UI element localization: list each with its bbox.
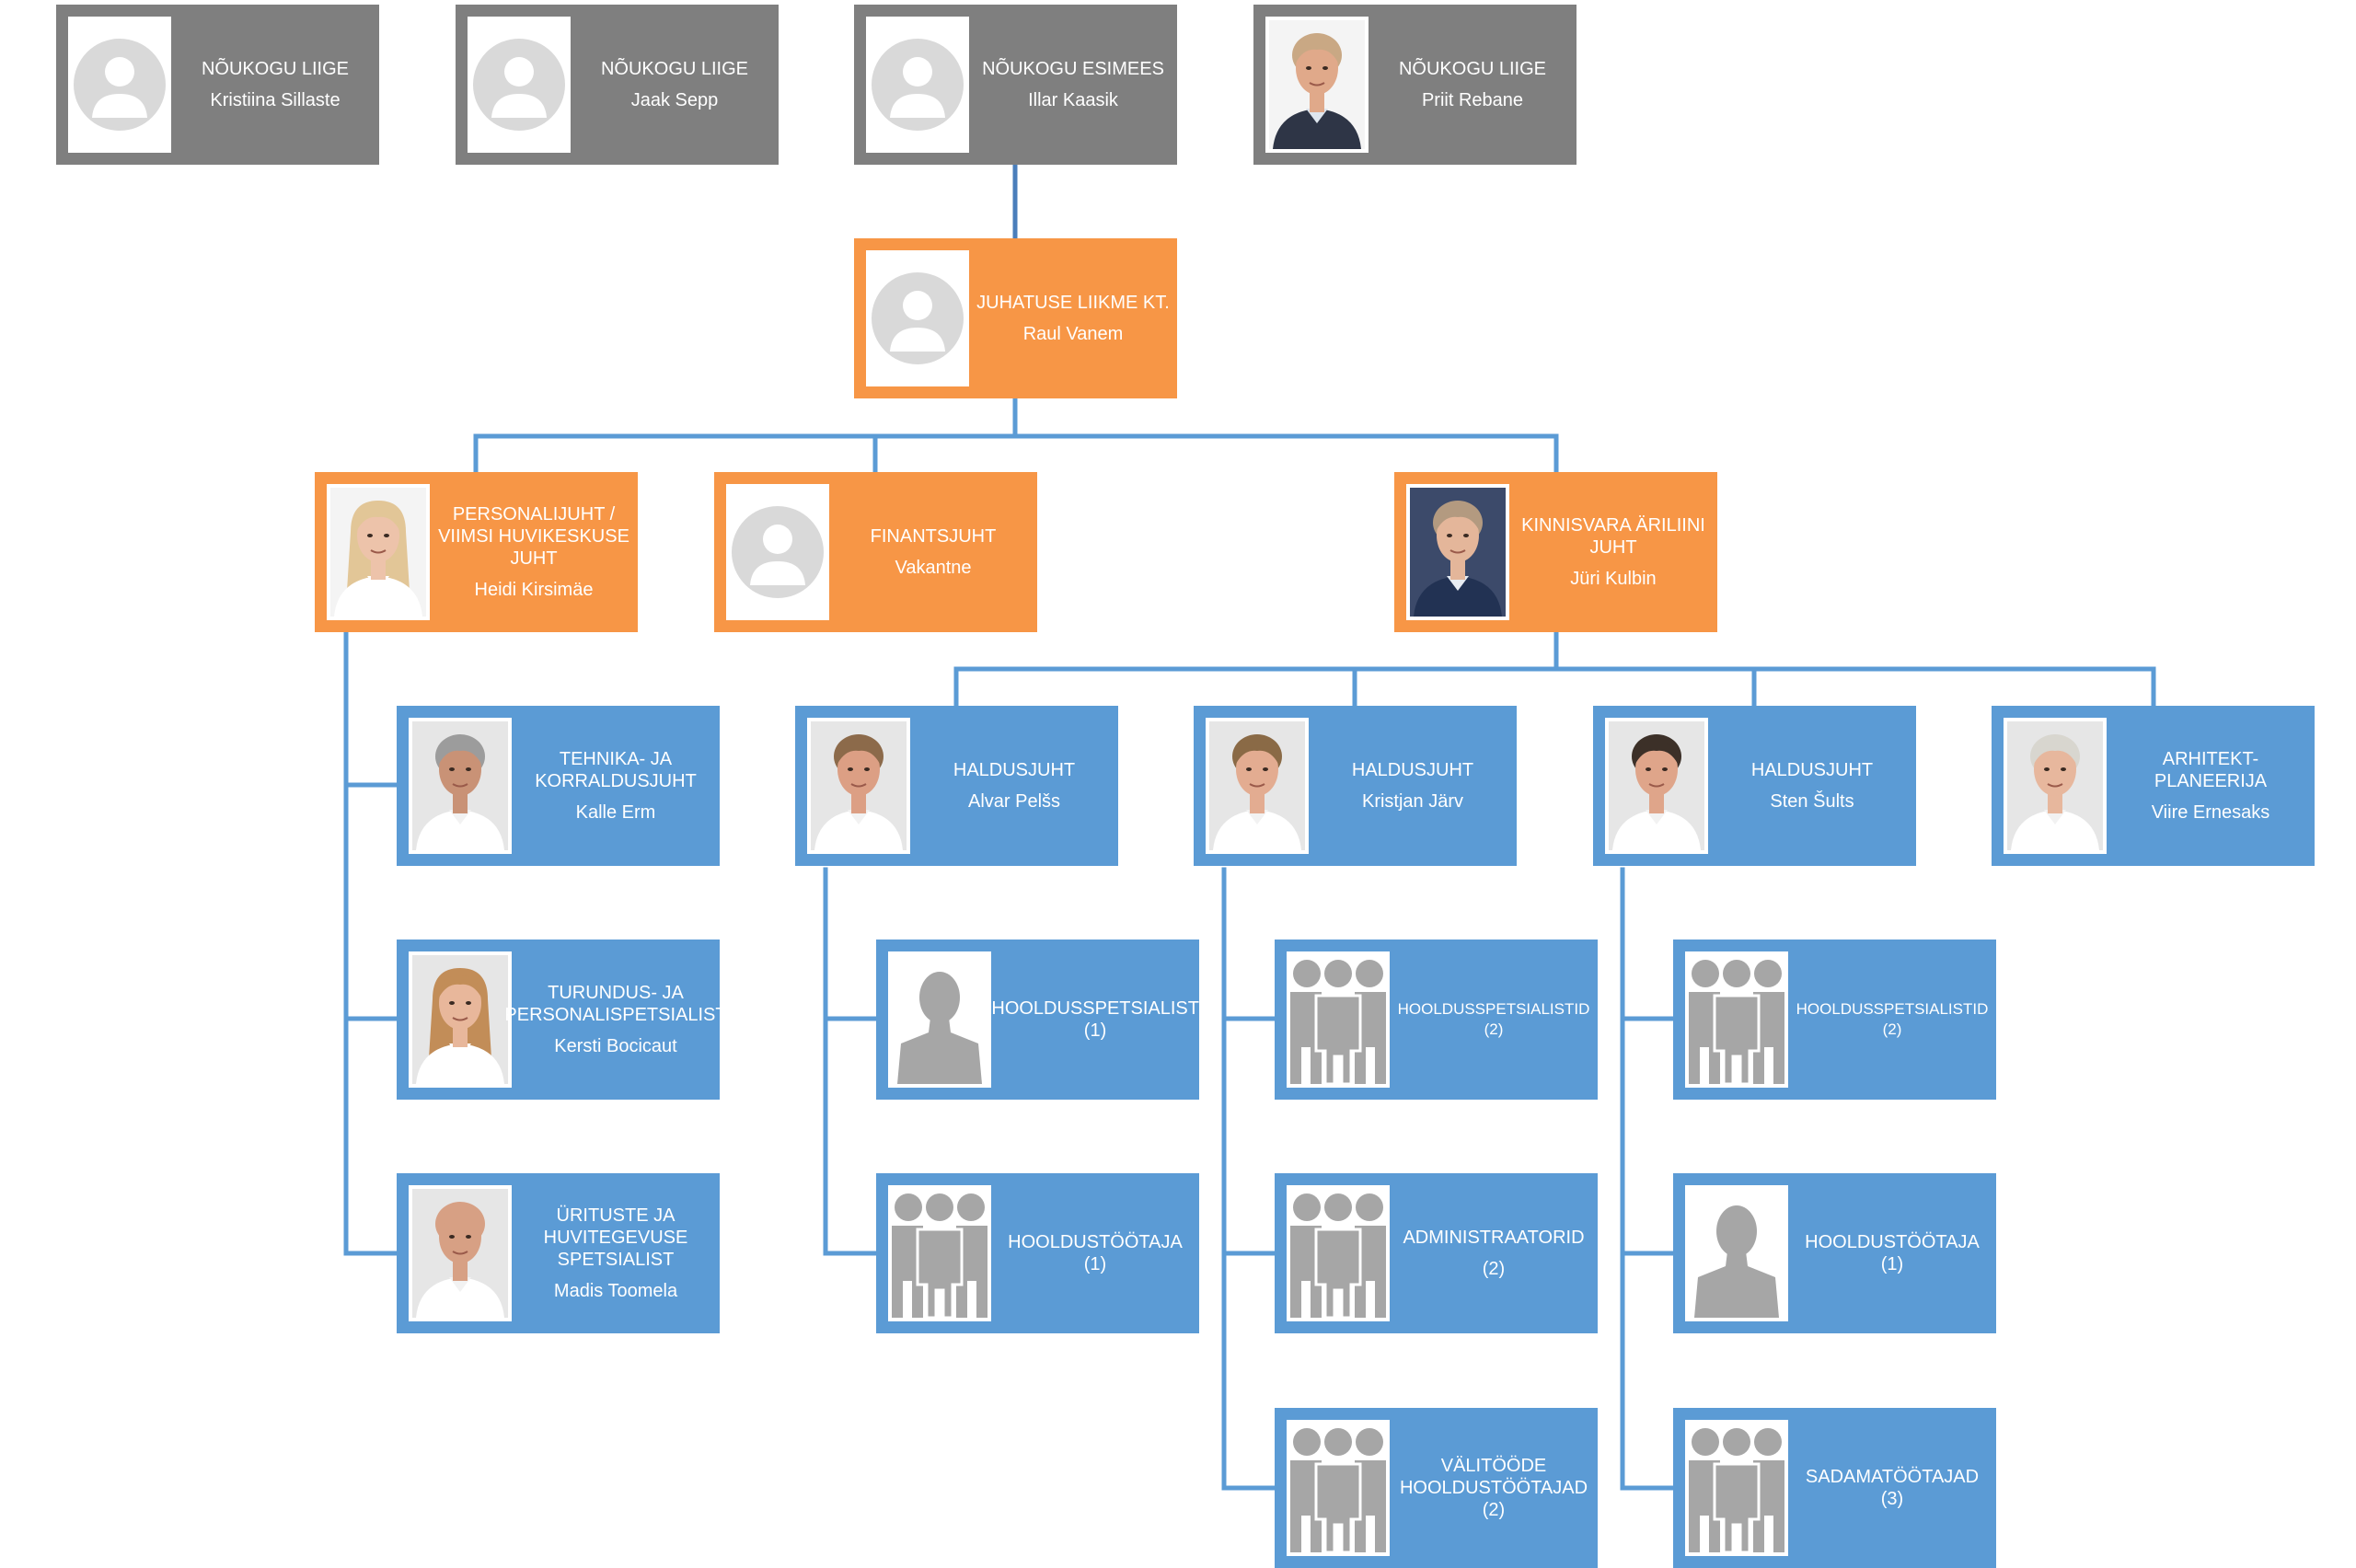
node-name: Priit Rebane — [1421, 90, 1524, 110]
node-name: Vakantne — [895, 558, 972, 578]
node-title: HALDUSJUHT — [1351, 760, 1474, 780]
node-maintenance-specialists-m2: HOOLDUSSPETSIALISTID (2) — [1275, 940, 1598, 1100]
node-title: NÕUKOGU LIIGE — [1398, 59, 1547, 79]
node-title: ÜRITUSTE JA HUVITEGEVUSE SPETSIALIST — [543, 1205, 688, 1270]
portrait-photo — [409, 951, 512, 1088]
node-title: HOOLDUSTÖÖTAJA (1) — [1008, 1232, 1183, 1274]
group-silhouette-icon — [1685, 1420, 1788, 1556]
node-title: TURUNDUS- JA PERSONALISPETSIALIST — [504, 983, 727, 1025]
node-title: NÕUKOGU LIIGE — [201, 59, 350, 79]
group-silhouette-icon — [1287, 1185, 1390, 1321]
node-title: FINANTSJUHT — [870, 526, 997, 547]
node-maintenance-worker-m1: HOOLDUSTÖÖTAJA (1) — [876, 1173, 1199, 1333]
avatar-placeholder-icon — [866, 17, 969, 153]
node-title: ARHITEKT-PLANEERIJA — [2154, 749, 2268, 791]
node-count: (2) — [1482, 1259, 1506, 1279]
node-property-manager-2: HALDUSJUHT Kristjan Järv — [1194, 706, 1517, 866]
node-name: Madis Toomela — [553, 1281, 678, 1301]
node-name: Kalle Erm — [575, 802, 656, 823]
node-acting-board-member: JUHATUSE LIIKME KT. Raul Vanem — [854, 238, 1177, 398]
node-title: ADMINISTRAATORID — [1403, 1228, 1585, 1248]
node-real-estate-manager: KINNISVARA ÄRILIINI JUHT Jüri Kulbin — [1394, 472, 1717, 632]
node-maintenance-specialists-m3: HOOLDUSSPETSIALISTID (2) — [1673, 940, 1996, 1100]
node-title: KINNISVARA ÄRILIINI JUHT — [1521, 515, 1705, 558]
node-name: Illar Kaasik — [1028, 90, 1118, 110]
node-marketing-specialist: TURUNDUS- JA PERSONALISPETSIALIST Kersti … — [397, 940, 727, 1100]
node-events-specialist: ÜRITUSTE JA HUVITEGEVUSE SPETSIALIST Madi… — [397, 1173, 720, 1333]
node-title: SADAMATÖÖTAJAD (3) — [1805, 1467, 1980, 1509]
node-board-member-2: NÕUKOGU LIIGE Jaak Sepp — [456, 5, 779, 165]
node-title: HOOLDUSSPETSIALIST (1) — [991, 998, 1199, 1041]
avatar-placeholder-icon — [866, 250, 969, 386]
node-property-manager-1: HALDUSJUHT Alvar Pelšs — [795, 706, 1118, 866]
node-board-chair: NÕUKOGU ESIMEES Illar Kaasik — [854, 5, 1177, 165]
node-maintenance-worker-m3: HOOLDUSTÖÖTAJA (1) — [1673, 1173, 1996, 1333]
node-architect-planner: ARHITEKT-PLANEERIJA Viire Ernesaks — [1992, 706, 2315, 866]
portrait-photo — [1406, 484, 1509, 620]
portrait-photo — [1605, 718, 1708, 854]
node-board-member-4: NÕUKOGU LIIGE Priit Rebane — [1253, 5, 1576, 165]
group-silhouette-icon — [888, 1185, 991, 1321]
node-name: Sten Šults — [1770, 791, 1854, 812]
node-name: Raul Vanem — [1022, 324, 1124, 344]
portrait-photo — [327, 484, 430, 620]
node-harbour-workers-m3: SADAMATÖÖTAJAD (3) — [1673, 1408, 1996, 1568]
avatar-placeholder-icon — [726, 484, 829, 620]
node-name: Jüri Kulbin — [1570, 569, 1657, 589]
node-finance-manager: FINANTSJUHT Vakantne — [714, 472, 1037, 632]
node-title: HALDUSJUHT — [1750, 760, 1874, 780]
node-title: HALDUSJUHT — [953, 760, 1076, 780]
node-name: Heidi Kirsimäe — [474, 580, 594, 600]
portrait-photo — [2004, 718, 2107, 854]
avatar-placeholder-icon — [468, 17, 571, 153]
node-board-member-1: NÕUKOGU LIIGE Kristiina Sillaste — [56, 5, 379, 165]
node-name: Kersti Bocicaut — [554, 1036, 677, 1056]
node-title: PERSONALIJUHT / VIIMSI HUVIKESKUSE JUHT — [438, 504, 629, 569]
avatar-placeholder-icon — [68, 17, 171, 153]
node-name: Jaak Sepp — [630, 90, 719, 110]
node-title: NÕUKOGU ESIMEES — [982, 59, 1164, 79]
node-name: Kristiina Sillaste — [210, 90, 341, 110]
node-title: HOOLDUSSPETSIALISTID (2) — [1796, 1000, 1989, 1038]
node-field-workers-m2: VÄLITÖÖDE HOOLDUSTÖÖTAJAD (2) — [1275, 1408, 1598, 1568]
portrait-photo — [807, 718, 910, 854]
group-silhouette-icon — [1685, 951, 1788, 1088]
portrait-photo — [1265, 17, 1369, 153]
portrait-photo — [1206, 718, 1309, 854]
group-silhouette-icon — [1287, 1420, 1390, 1556]
node-maintenance-specialist-m1: HOOLDUSSPETSIALIST (1) — [876, 940, 1199, 1100]
node-title: VÄLITÖÖDE HOOLDUSTÖÖTAJAD (2) — [1399, 1456, 1588, 1520]
node-property-manager-3: HALDUSJUHT Sten Šults — [1593, 706, 1916, 866]
portrait-photo — [409, 1185, 512, 1321]
node-title: HOOLDUSSPETSIALISTID (2) — [1397, 1000, 1590, 1038]
node-name: Alvar Pelšs — [967, 791, 1061, 812]
person-silhouette-icon — [888, 951, 991, 1088]
person-silhouette-icon — [1685, 1185, 1788, 1321]
node-administrators-m2: ADMINISTRAATORID (2) — [1275, 1173, 1598, 1333]
node-hr-manager: PERSONALIJUHT / VIIMSI HUVIKESKUSE JUHT H… — [315, 472, 638, 632]
node-name: Kristjan Järv — [1361, 791, 1464, 812]
group-silhouette-icon — [1287, 951, 1390, 1088]
node-technical-manager: TEHNIKA- JA KORRALDUSJUHT Kalle Erm — [397, 706, 720, 866]
node-title: TEHNIKA- JA KORRALDUSJUHT — [535, 749, 697, 791]
node-name: Viire Ernesaks — [2151, 802, 2270, 823]
node-title: NÕUKOGU LIIGE — [600, 59, 749, 79]
portrait-photo — [409, 718, 512, 854]
node-title: HOOLDUSTÖÖTAJA (1) — [1805, 1232, 1980, 1274]
node-title: JUHATUSE LIIKME KT. — [976, 293, 1170, 313]
